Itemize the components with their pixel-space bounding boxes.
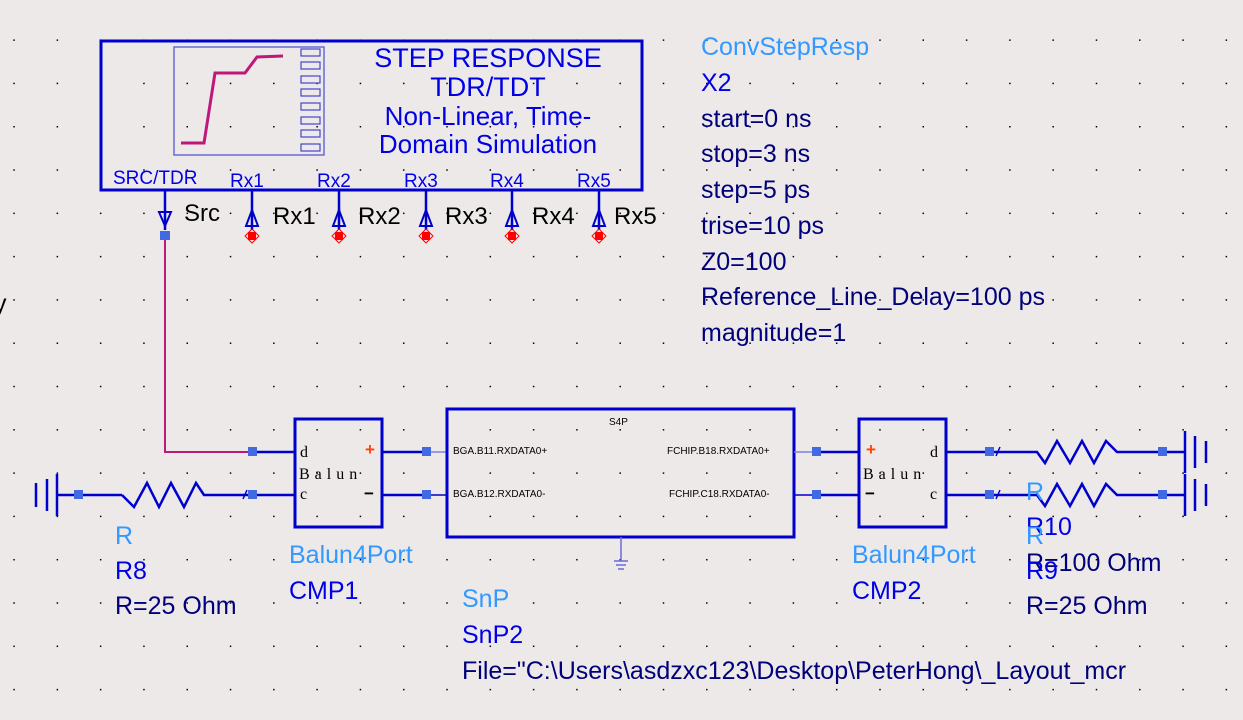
balun1-box[interactable] [293,417,384,529]
step-response-title: STEP RESPONSE TDR/TDT Non-Linear, Time- … [362,43,614,159]
snp-port-left-2: BGA.B12.RXDATA0- [453,489,546,500]
balun2-type[interactable]: Balun4Port [852,541,976,569]
rx5-arrow-icon [591,207,607,227]
snp-header: S4P [609,417,628,428]
balun2-pin-d: d [930,444,938,461]
port-label-rx5: Rx5 [577,171,611,192]
pin-label-rx3: Rx3 [445,203,488,230]
port-label-rx1: Rx1 [230,171,264,192]
balun1-pin-c: c [300,486,308,503]
port-label-rx2: Rx2 [317,171,351,192]
port-label-src-tdr: SRC/TDR [113,168,198,189]
snp-file-param[interactable]: File="C:\Users\asdzxc123\Desktop\PeterHo… [462,657,1127,685]
r10-instance[interactable]: R10 [1026,513,1072,541]
r8-resistor [121,480,252,510]
pin-label-src: Src [184,200,220,227]
balun2-minus: − [865,484,875,503]
r10-resistor [990,438,1162,466]
src-net-wire[interactable] [164,240,252,453]
r8-value[interactable]: R=25 Ohm [115,592,237,620]
convstepresp-type[interactable]: ConvStepResp [701,33,870,61]
balun1-minus: − [364,484,374,503]
title-line-1: STEP RESPONSE [374,43,602,73]
param-stop[interactable]: stop=3 ns [701,140,811,168]
param-reference-line-delay[interactable]: Reference_Line_Delay=100 ps [701,283,1045,311]
snp-box[interactable] [445,407,796,539]
src-arrow-icon [157,211,173,229]
rx3-arrow-icon [418,207,434,227]
param-start[interactable]: start=0 ns [701,105,812,133]
convstepresp-instance[interactable]: X2 [701,69,732,97]
rx4-arrow-icon [504,207,520,227]
port-label-rx4: Rx4 [490,171,524,192]
left-edge-text-fragment: y [0,290,7,318]
src-pin-square [160,231,170,240]
param-z0[interactable]: Z0=100 [701,248,787,276]
balun1-pin-d: d [300,444,308,461]
snp-port-left-1: BGA.B11.RXDATA0+ [453,446,548,457]
balun2-box[interactable] [857,417,948,529]
balun2-body-label: Balun [863,466,927,483]
balun2-instance[interactable]: CMP2 [852,577,922,605]
title-line-4: Domain Simulation [378,129,598,159]
title-line-3: Non-Linear, Time- [384,101,592,131]
param-magnitude[interactable]: magnitude=1 [701,319,847,347]
param-trise[interactable]: trise=10 ps [701,212,824,240]
r9-instance[interactable]: R9 [1026,557,1058,585]
snp-ground-icon [614,537,628,570]
rx1-arrow-icon [244,207,260,227]
snp-type[interactable]: SnP [462,585,510,613]
pin-label-rx2: Rx2 [358,203,401,230]
r9-value[interactable]: R=25 Ohm [1026,592,1148,620]
r10-type[interactable]: R [1026,478,1045,506]
param-step[interactable]: step=5 ps [701,176,811,204]
r8-instance[interactable]: R8 [115,557,147,585]
title-line-2: TDR/TDT [430,72,546,102]
ground-right-icon [1183,431,1208,516]
step-response-icon [173,46,325,156]
balun1-instance[interactable]: CMP1 [289,577,359,605]
pin-label-rx4: Rx4 [532,203,575,230]
ground-left-icon [34,474,59,516]
port-label-rx3: Rx3 [404,171,438,192]
balun2-pin-c: c [930,486,938,503]
pin-label-rx5: Rx5 [614,203,657,230]
snp-instance[interactable]: SnP2 [462,621,524,649]
balun1-body-label: Balun [299,466,363,483]
balun1-type[interactable]: Balun4Port [289,541,413,569]
balun1-plus: + [365,440,375,459]
step-response-block[interactable] [99,39,644,192]
snp-port-right-2: FCHIP.C18.RXDATA0- [669,489,770,500]
balun2-plus: + [866,440,876,459]
rx2-arrow-icon [331,207,347,227]
pin-label-rx1: Rx1 [273,203,316,230]
r8-type[interactable]: R [115,522,134,550]
r9-type[interactable]: R [1026,522,1045,550]
snp-port-right-1: FCHIP.B18.RXDATA0+ [667,446,770,457]
rx-markers [244,228,607,244]
r10-value[interactable]: R=100 Ohm [1026,549,1162,577]
r9-resistor [990,481,1162,509]
